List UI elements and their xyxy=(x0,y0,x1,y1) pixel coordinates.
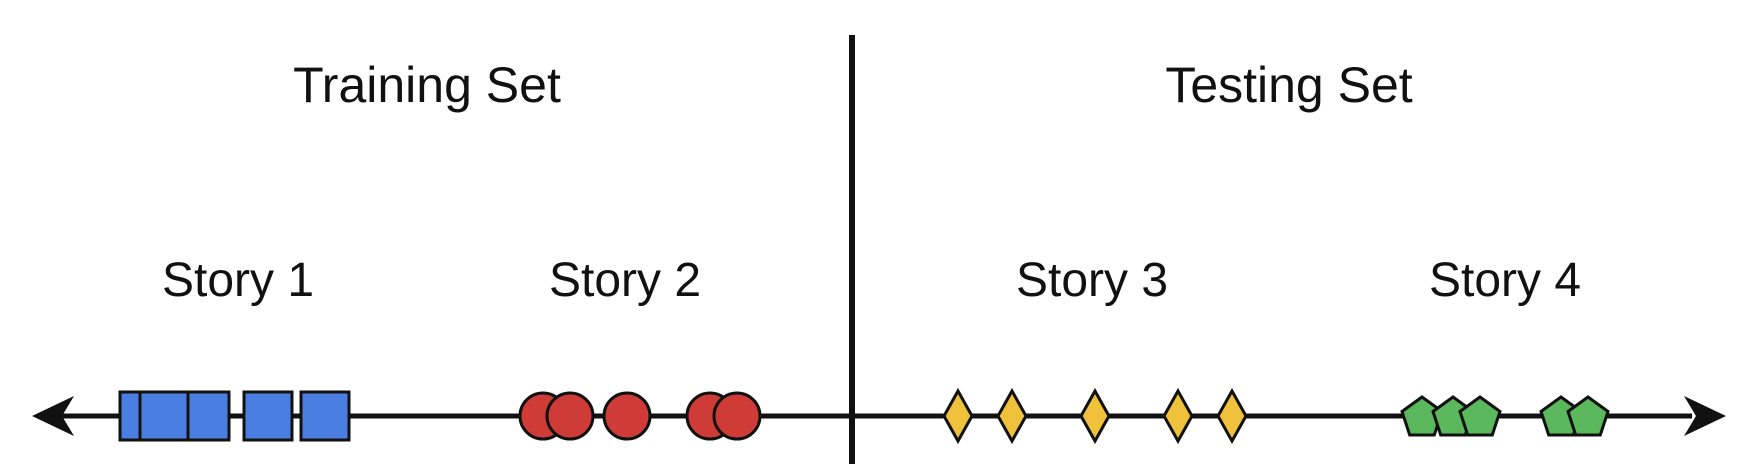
testing-set-title: Testing Set xyxy=(1165,57,1412,113)
story-1-square-marker xyxy=(299,390,351,442)
story-4-pentagon-marker xyxy=(1458,395,1502,437)
arrow-right-icon xyxy=(1684,396,1726,436)
arrow-left-icon xyxy=(32,396,74,436)
story-1-label: Story 1 xyxy=(162,254,314,307)
story-2-circle-marker xyxy=(602,391,652,441)
story-3-diamond-marker xyxy=(1162,387,1194,445)
story-3-diamond-marker xyxy=(996,387,1028,445)
story-1-square-marker xyxy=(138,390,190,442)
story-markers xyxy=(118,387,1610,445)
story-2-label: Story 2 xyxy=(549,254,701,307)
story-4-label: Story 4 xyxy=(1429,254,1581,307)
story-2-circle-marker xyxy=(545,391,595,441)
story-3-diamond-marker xyxy=(1079,387,1111,445)
story-3-label: Story 3 xyxy=(1016,254,1168,307)
story-4-pentagon-marker xyxy=(1566,395,1610,437)
story-3-diamond-marker xyxy=(942,387,974,445)
story-2-circle-marker xyxy=(712,391,762,441)
story-1-square-marker xyxy=(242,390,294,442)
story-3-diamond-marker xyxy=(1216,387,1248,445)
training-set-title: Training Set xyxy=(293,57,561,113)
